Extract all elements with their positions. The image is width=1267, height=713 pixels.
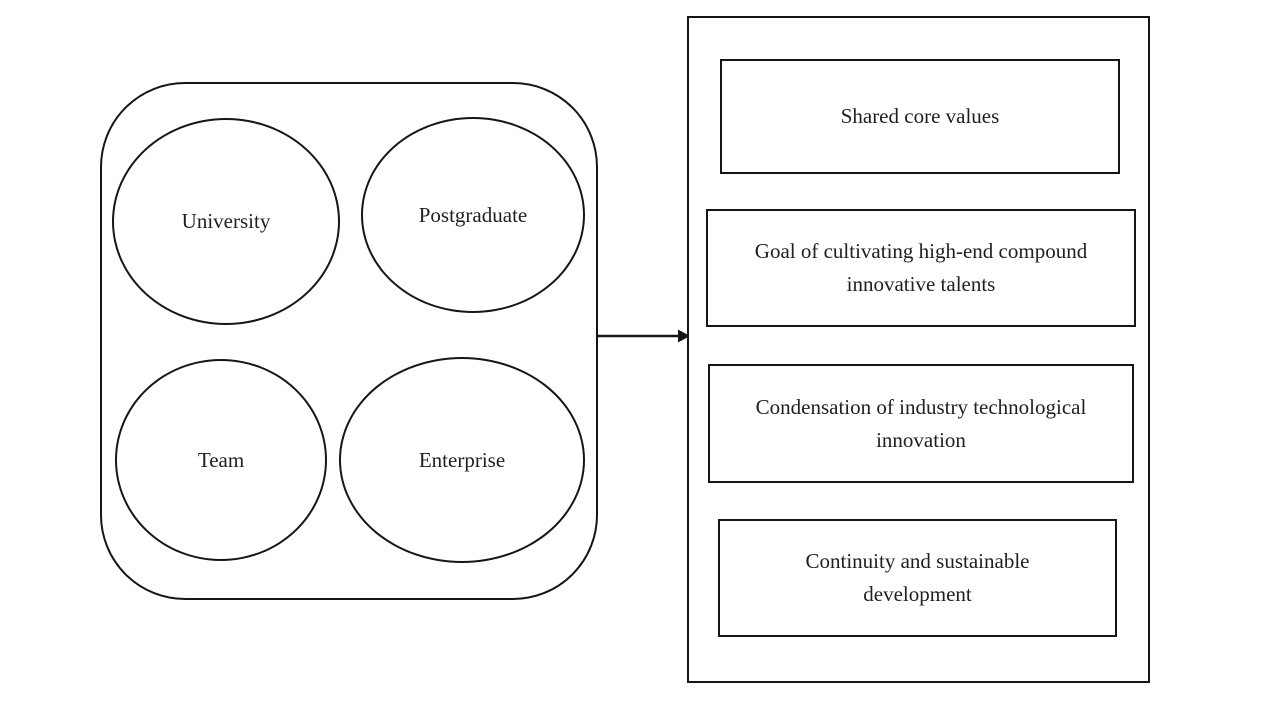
circle-enterprise: Enterprise [339,357,585,563]
industry-innovation-label: Condensation of industry technological i… [755,394,1087,452]
box-shared-core-values: Shared core values [720,59,1120,174]
box-sustainable-development: Continuity and sustainable development [718,519,1117,637]
circle-university: University [112,118,340,325]
enterprise-label: Enterprise [418,447,506,472]
outcomes-panel: Shared core values Goal of cultivating h… [687,16,1150,683]
arrow-right-icon [596,329,690,343]
sustainable-development-label: Continuity and sustainable development [805,549,1030,606]
box-cultivating-talents-goal: Goal of cultivating high-end compound in… [706,209,1136,327]
team-label: Team [197,447,245,472]
university-label: University [181,209,271,233]
circle-team: Team [115,359,327,561]
box-industry-innovation: Condensation of industry technological i… [708,364,1134,483]
postgraduate-label: Postgraduate [418,202,528,227]
circle-postgraduate: Postgraduate [361,117,585,313]
cultivating-talents-goal-label: Goal of cultivating high-end compound in… [754,239,1088,296]
shared-core-values-label: Shared core values [840,104,1000,129]
